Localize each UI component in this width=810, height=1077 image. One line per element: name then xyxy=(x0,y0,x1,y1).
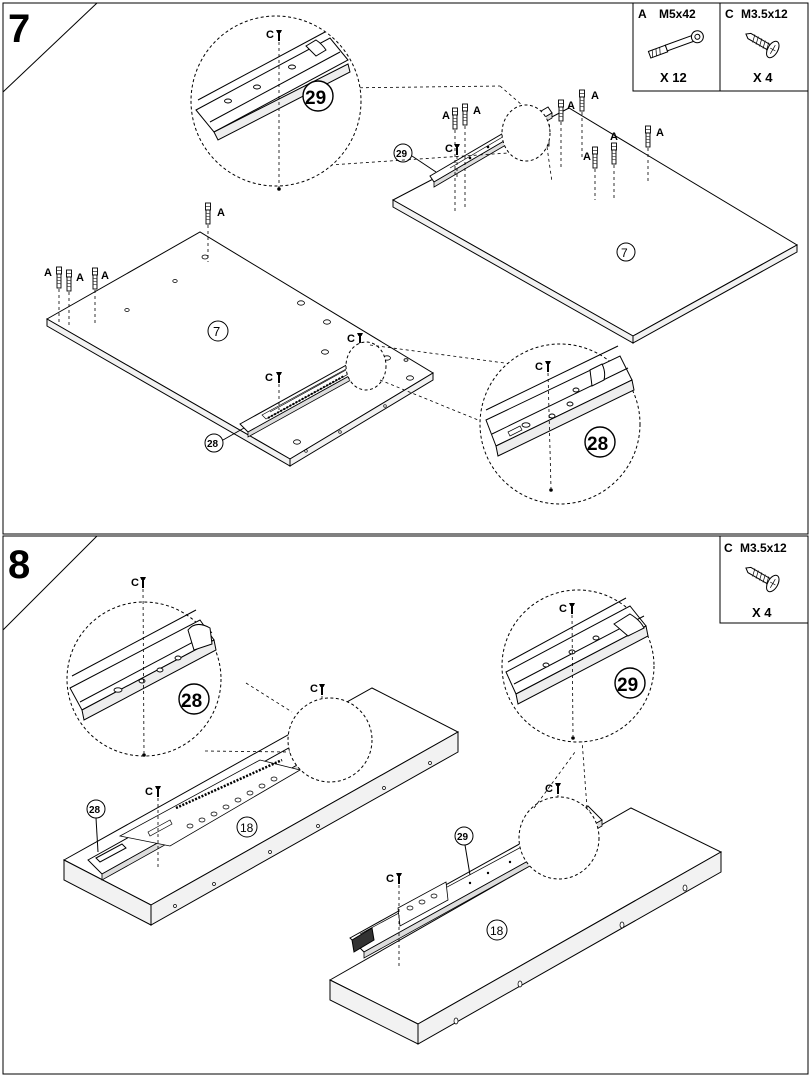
step8-screw-c-l1: C xyxy=(145,786,153,798)
part-a-size: M5x42 xyxy=(659,7,696,21)
screw-c-icon xyxy=(745,32,780,59)
dowel-a-icon xyxy=(647,30,704,59)
dowel-a-label-4: A xyxy=(591,90,599,102)
dowel-a-label-1: A xyxy=(442,110,450,122)
panel-18-left-label: 18 xyxy=(240,821,254,835)
zoom-28-step7-label: 28 xyxy=(587,434,608,455)
step-8-number: 8 xyxy=(8,543,30,587)
dowel-a-label-10: A xyxy=(44,267,52,279)
dowel-a-label-2: A xyxy=(473,105,481,117)
part-a-quantity: X 12 xyxy=(660,70,687,85)
dowel-a-label-8: A xyxy=(656,127,664,139)
dowel-a-label-9: A xyxy=(217,207,225,219)
zoom-28-step8-c: C xyxy=(131,577,139,589)
zoom-29-step7-c: C xyxy=(266,29,274,41)
zoom-28-step7: C 28 xyxy=(479,343,641,505)
step8-screw-c-icon xyxy=(745,566,780,593)
zoom-28-step7-c: C xyxy=(535,361,543,373)
rail-28-label: 28 xyxy=(207,439,219,450)
dowel-a-label-12: A xyxy=(101,270,109,282)
zoom-29-step7-label: 29 xyxy=(305,88,326,109)
screw-c-label-l1: C xyxy=(265,372,273,384)
part-a-letter: A xyxy=(638,7,647,21)
zoom-28-step8: C 28 xyxy=(66,577,222,757)
panel-7-left-label: 7 xyxy=(213,324,220,339)
step-8-panel: 8 C M3.5x12 X 4 18 xyxy=(2,535,809,1075)
dowel-a-label-7: A xyxy=(610,131,618,143)
dowel-a-label-11: A xyxy=(76,272,84,284)
dowel-a-label-3: A xyxy=(567,100,575,112)
zoom-29-step7: C 29 xyxy=(190,15,362,191)
step-7-panel: 7 A M5x42 X 12 C M3.5x12 xyxy=(2,2,809,535)
panel-7-left: 7 xyxy=(45,231,434,467)
panel-7-right: 7 xyxy=(391,107,798,344)
screw-c-label-l2: C xyxy=(347,333,355,345)
step8-part-c-quantity: X 4 xyxy=(752,605,772,620)
step-7-parts-box: A M5x42 X 12 C M3.5x12 xyxy=(632,2,809,92)
step-8-parts-box: C M3.5x12 X 4 xyxy=(719,535,809,624)
step8-screw-c-r1: C xyxy=(386,873,394,885)
panel-18-right: 18 xyxy=(328,807,723,1045)
panel-7-right-label: 7 xyxy=(621,246,628,260)
part-c-quantity: X 4 xyxy=(753,70,773,85)
step8-part-c-size: M3.5x12 xyxy=(740,541,787,555)
step8-part-c-letter: C xyxy=(724,541,733,555)
zoom-29-step8: C 29 xyxy=(501,589,655,743)
panel-18-right-label: 18 xyxy=(490,924,504,938)
step8-rail-28-label: 28 xyxy=(89,805,101,816)
step8-screw-c-l2: C xyxy=(310,683,318,695)
part-c-letter: C xyxy=(725,7,734,21)
rail-29-label: 29 xyxy=(396,149,408,160)
part-c-size: M3.5x12 xyxy=(741,7,788,21)
step8-rail-29-label: 29 xyxy=(457,832,469,843)
step8-screw-c-r2: C xyxy=(545,783,553,795)
zoom-29-step8-label: 29 xyxy=(617,675,638,696)
zoom-29-step8-c: C xyxy=(559,603,567,615)
step-7-number: 7 xyxy=(8,7,30,51)
zoom-28-step8-label: 28 xyxy=(181,691,202,712)
rail-28-step7 xyxy=(239,351,379,438)
dowels-right xyxy=(452,89,651,212)
dowel-a-label-6: A xyxy=(583,151,591,163)
screw-c-label-r: C xyxy=(445,143,453,155)
